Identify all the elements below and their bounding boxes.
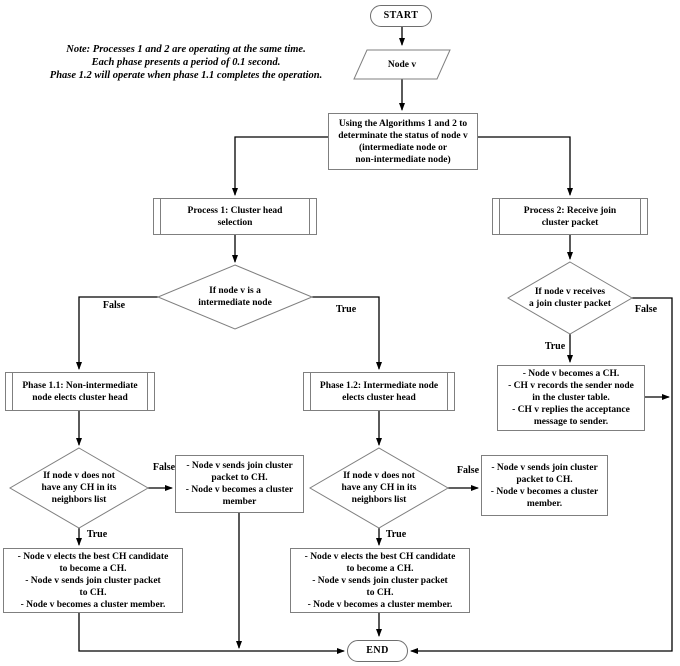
process-elect-ch-left: - Node v elects the best CH candidate to… [3, 548, 183, 613]
edge-label-decision3-false: False [456, 465, 480, 476]
edge-algorithm-to-process2 [478, 136, 573, 196]
process-ch-actions: - Node v becomes a CH. - CH v records th… [497, 365, 645, 431]
decision-is-intermediate-label: If node v is a intermediate node [198, 286, 272, 308]
process-send-join-middle: - Node v sends join cluster packet to CH… [481, 455, 608, 516]
note-text: Note: Processes 1 and 2 are operating at… [49, 44, 323, 81]
edge-label-decision2-false: False [152, 462, 176, 473]
end-terminator: END [347, 640, 408, 662]
edge-decision1-true-to-phase12 [312, 296, 382, 370]
parallelogram-node-v [353, 49, 451, 80]
process-send-join-left: - Node v sends join cluster packet to CH… [175, 455, 304, 513]
edge-electleft-to-end [78, 613, 345, 654]
predefined-phase-1-1: Phase 1.1: Non-intermediate node elects … [5, 372, 155, 411]
edge-label-decision1-false: False [102, 300, 126, 311]
edge-algorithm-to-process1 [232, 136, 328, 196]
diamond-no-ch-middle [309, 447, 449, 529]
predefined-process-2: Process 2: Receive join cluster packet [492, 198, 648, 235]
edge-label-decisionr-true: True [544, 341, 566, 352]
edge-label-decision1-true: True [335, 304, 357, 315]
start-terminator: START [370, 5, 432, 27]
edge-decisionr-false-to-end [410, 297, 673, 654]
process-elect-ch-middle: - Node v elects the best CH candidate to… [290, 548, 470, 613]
edge-label-decision3-true: True [385, 529, 407, 540]
process-algorithm-box: Using the Algorithms 1 and 2 to determin… [328, 113, 478, 170]
diamond-is-intermediate [156, 264, 314, 330]
edge-label-decisionr-false: False [634, 304, 658, 315]
decision-no-ch-middle-label: If node v does not have any CH in its ne… [341, 471, 417, 505]
diamond-no-ch-left [9, 447, 149, 529]
predefined-phase-1-2: Phase 1.2: Intermediate node elects clus… [303, 372, 455, 411]
decision-receives-join-packet-label: If node v receives a join cluster packet [529, 287, 611, 309]
edge-decision1-false-to-phase11 [76, 296, 158, 370]
edge-label-decision2-true: True [86, 529, 108, 540]
diamond-receives-join-packet [507, 261, 633, 335]
input-node-v-label: Node v [387, 59, 417, 70]
decision-no-ch-left-label: If node v does not have any CH in its ne… [41, 471, 117, 505]
predefined-process-1: Process 1: Cluster head selection [153, 198, 317, 235]
